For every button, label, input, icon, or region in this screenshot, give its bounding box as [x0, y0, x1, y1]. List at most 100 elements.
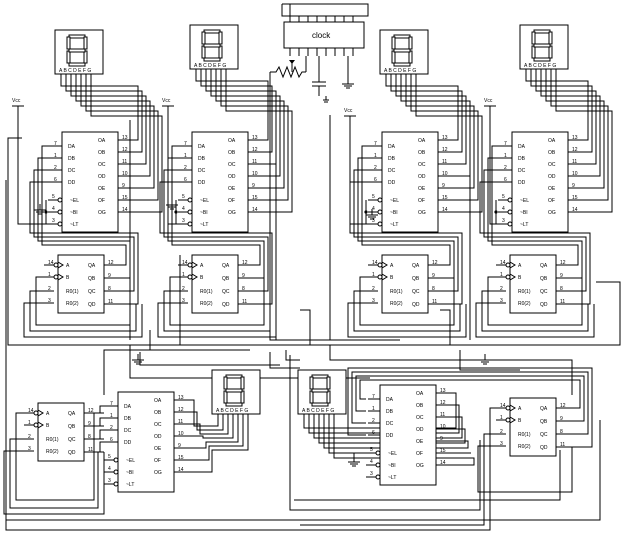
- counter-output-pin: 12: [560, 403, 566, 409]
- counter-output-pin: 9: [242, 273, 245, 279]
- decoder-control-pin: 4: [182, 206, 185, 212]
- decoder-output-pin: 9: [252, 183, 255, 189]
- decoder-input-label: DB: [518, 156, 526, 162]
- decoder-input-pin: 2: [110, 425, 113, 431]
- decoder-output-pin: 10: [442, 171, 448, 177]
- counter-input-label: R0(1): [200, 289, 213, 295]
- decoder-output-pin: 15: [442, 195, 448, 201]
- counter-input-pin: 3: [28, 446, 31, 452]
- ground-symbol: [366, 209, 378, 220]
- counter-input-label: R0(1): [518, 289, 531, 295]
- decoder-output-label: OG: [228, 210, 236, 216]
- decoder-control-pin: 3: [370, 471, 373, 477]
- counter-output-pin: 11: [432, 299, 437, 305]
- decoder-control-pin: 4: [502, 206, 505, 212]
- decoder-output-pin: 11: [252, 159, 257, 165]
- decoder-output-label: OG: [416, 463, 424, 469]
- counter-output-pin: 12: [88, 408, 94, 414]
- decoder-output-label: OD: [154, 434, 162, 440]
- decoder-output-pin: 11: [572, 159, 577, 165]
- vcc-label: Vcc: [484, 98, 493, 104]
- counter-output-label: QD: [88, 302, 96, 308]
- decoder-control-label: ~EL: [126, 458, 135, 464]
- decoder-input-label: DA: [518, 144, 526, 150]
- counter-output-label: QD: [540, 302, 548, 308]
- decoder-input-label: DA: [388, 144, 396, 150]
- decoder-output-pin: 15: [252, 195, 258, 201]
- counter-output-label: QB: [540, 419, 548, 425]
- decoder-output-label: OC: [418, 162, 426, 168]
- decoder-output-pin: 10: [572, 171, 578, 177]
- decoder-output-label: OC: [98, 162, 106, 168]
- decoder-output-label: OE: [416, 439, 424, 445]
- decoder-output-label: OF: [416, 451, 423, 457]
- decoder-input-label: DC: [124, 428, 132, 434]
- counter-output-label: QB: [88, 276, 96, 282]
- decoder-control-label: ~LT: [126, 482, 134, 488]
- counter-output-label: QA: [88, 263, 96, 269]
- counter-output-pin: 8: [432, 286, 435, 292]
- decoder-output-label: OE: [228, 186, 236, 192]
- decoder-control-label: ~EL: [390, 198, 399, 204]
- decoder-control-pin: 5: [182, 194, 185, 200]
- counter-input-label: A: [390, 263, 394, 269]
- decoder-control-pin: 4: [370, 459, 373, 465]
- counter-output-label: QA: [540, 263, 548, 269]
- decoder-output-pin: 14: [442, 207, 448, 213]
- decoder-input-pin: 7: [374, 141, 377, 147]
- counter-output-label: QD: [412, 302, 420, 308]
- decoder-input-label: DD: [198, 180, 206, 186]
- decoder-output-pin: 11: [122, 159, 127, 165]
- decoder-input-pin: 1: [110, 413, 113, 419]
- ground-symbol: [348, 456, 360, 467]
- decoder-input-label: DB: [68, 156, 76, 162]
- decoder-input-label: DD: [68, 180, 76, 186]
- decoder-output-label: OA: [98, 138, 106, 144]
- decoder-control-label: ~BI: [200, 210, 208, 216]
- decoder-input-label: DC: [386, 421, 394, 427]
- seven-segment-display: A B C D E F G: [54, 29, 104, 82]
- decoder-output-pin: 11: [442, 159, 447, 165]
- counter-output-pin: 11: [560, 299, 565, 305]
- counter-input-label: R0(2): [518, 301, 531, 307]
- decoder-output-label: OB: [98, 150, 106, 156]
- decoder-output-label: OD: [416, 427, 424, 433]
- vcc-label: Vcc: [162, 98, 171, 104]
- counter-output-pin: 9: [432, 273, 435, 279]
- decoder-input-pin: 7: [184, 141, 187, 147]
- segment-pin-labels: A B C D E F G: [384, 68, 416, 74]
- counter-output-pin: 8: [560, 429, 563, 435]
- counter-output-pin: 9: [560, 273, 563, 279]
- decoder-output-pin: 14: [440, 460, 446, 466]
- decoder-input-label: DD: [124, 440, 132, 446]
- decoder-control-label: ~BI: [520, 210, 528, 216]
- counter-input-label: A: [518, 406, 522, 412]
- decoder-control-label: ~BI: [126, 470, 134, 476]
- decoder-output-pin: 9: [122, 183, 125, 189]
- counter-input-label: A: [46, 411, 50, 417]
- decoder-control-label: ~LT: [390, 222, 398, 228]
- decoder-output-pin: 11: [440, 412, 445, 418]
- seven-segment-display: A B C D E F G: [379, 29, 429, 82]
- decoder-output-label: OA: [418, 138, 426, 144]
- counter-input-pin: 3: [500, 441, 503, 447]
- counter-input-pin: 1: [500, 272, 503, 278]
- seven-segment-display: A B C D E F G: [189, 24, 239, 77]
- decoder-output-pin: 10: [252, 171, 258, 177]
- decoder-output-pin: 9: [440, 436, 443, 442]
- counter-output-label: QC: [412, 289, 420, 295]
- decoder-control-pin: 5: [108, 454, 111, 460]
- decoder-control-pin: 3: [182, 218, 185, 224]
- decoder-input-label: DC: [198, 168, 206, 174]
- counter-output-pin: 9: [560, 416, 563, 422]
- counter-input-label: B: [46, 423, 50, 429]
- decoder-output-label: OA: [548, 138, 556, 144]
- decoder-output-pin: 10: [440, 424, 446, 430]
- decoder-input-pin: 7: [372, 394, 375, 400]
- decoder-output-label: OG: [418, 210, 426, 216]
- decoder-control-pin: 5: [52, 194, 55, 200]
